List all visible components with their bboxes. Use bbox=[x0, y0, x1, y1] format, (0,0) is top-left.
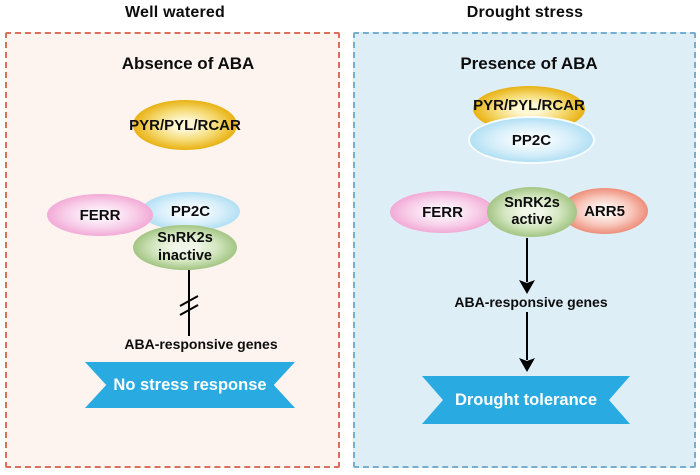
inhibited-connector-line bbox=[179, 270, 199, 336]
kinase-state: active bbox=[511, 212, 553, 228]
node-pp2c-left: PP2C bbox=[141, 192, 240, 231]
node-ferr-right: FERR bbox=[390, 191, 495, 233]
panel-header-presence-of-aba: Presence of ABA bbox=[460, 54, 598, 73]
node-label: PYR/PYL/RCAR bbox=[473, 96, 585, 114]
node-snrk2s-active: SnRK2s active bbox=[487, 187, 577, 237]
node-label: SnRK2s inactive bbox=[157, 230, 213, 265]
genes-label-left: ABA-responsive genes bbox=[124, 336, 278, 352]
kinase-name: SnRK2s bbox=[504, 194, 560, 211]
panel-header-absence-of-aba: Absence of ABA bbox=[121, 54, 255, 73]
node-label: PYR/PYL/RCAR bbox=[129, 116, 241, 134]
outcome-text: Drought tolerance bbox=[454, 390, 598, 409]
node-ferr-left: FERR bbox=[47, 194, 153, 236]
activation-arrow-to-genes bbox=[519, 238, 535, 294]
arrowhead-icon bbox=[519, 358, 535, 372]
node-label: PP2C bbox=[170, 203, 211, 220]
node-label: PP2C bbox=[511, 131, 552, 149]
banner-fill bbox=[85, 362, 295, 408]
node-label: SnRK2s active bbox=[504, 195, 560, 230]
outcome-text: No stress response bbox=[113, 375, 267, 394]
node-label: ARR5 bbox=[584, 202, 625, 220]
condition-title-drought-stress: Drought stress bbox=[466, 4, 584, 21]
activation-arrow-to-outcome bbox=[519, 312, 535, 372]
node-label: FERR bbox=[79, 206, 121, 224]
ribbon-banner-shape bbox=[422, 376, 630, 424]
arrowhead-icon bbox=[519, 280, 535, 294]
kinase-name: SnRK2s bbox=[157, 230, 213, 247]
outcome-banner-drought-tolerance: Drought tolerance bbox=[422, 376, 630, 424]
condition-title-well-watered: Well watered bbox=[125, 4, 225, 21]
genes-label-right: ABA-responsive genes bbox=[454, 294, 608, 310]
node-label: FERR bbox=[422, 203, 463, 221]
ribbon-banner-shape bbox=[85, 362, 295, 408]
node-pyr-pyl-rcar-left: PYR/PYL/RCAR bbox=[129, 100, 241, 150]
node-snrk2s-inactive: SnRK2s inactive bbox=[133, 225, 237, 270]
banner-fill bbox=[422, 376, 630, 424]
node-pp2c-right: PP2C bbox=[468, 116, 595, 164]
break-slash-icon bbox=[179, 295, 199, 307]
break-slash-icon bbox=[179, 304, 199, 316]
kinase-state: inactive bbox=[157, 247, 212, 264]
outcome-banner-no-stress-response: No stress response bbox=[85, 362, 295, 408]
